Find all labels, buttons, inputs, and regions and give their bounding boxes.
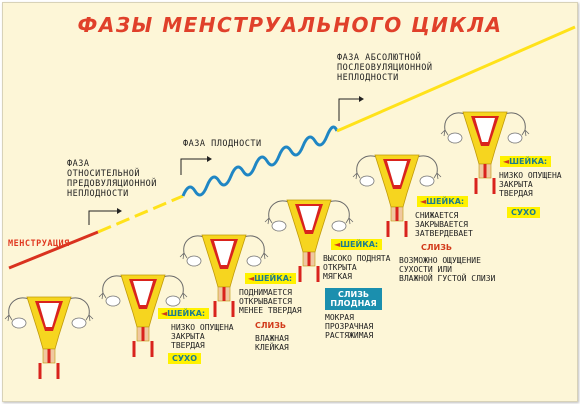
- menstruation-label: МЕНСТРУАЦИЯ: [8, 239, 70, 249]
- postovulatory-line: [336, 25, 576, 133]
- dry-badge-1: СУХО: [168, 353, 202, 364]
- cervix-desc-4: СНИЖАЕТСЯ ЗАКРЫВАЕТСЯ ЗАТВЕРДЕВАЕТ: [415, 211, 473, 238]
- cervix-desc-5: НИЗКО ОПУЩЕНА ЗАКРЫТА ТВЕРДАЯ: [499, 171, 562, 198]
- fertility-phase-label: ФАЗА ПЛОДНОСТИ: [183, 139, 262, 149]
- dry-badge-5: СУХО: [507, 207, 541, 218]
- fertility-wave: [181, 125, 339, 197]
- mucus-desc-2: ВЛАЖНАЯ КЛЕЙКАЯ: [255, 334, 289, 352]
- cervix-desc-1: НИЗКО ОПУЩЕНА ЗАКРЫТА ТВЕРДАЯ: [171, 323, 234, 350]
- mucus-desc-4: ВОЗМОЖНО ОЩУЩЕНИЕ СУХОСТИ или ВЛАЖНОЙ ГУ…: [399, 256, 496, 283]
- pointer-fertility: [180, 158, 207, 175]
- mucus-desc-3: МОКРАЯ ПРОЗРАЧНАЯ РАСТЯЖИМАЯ: [325, 313, 374, 340]
- uterus-stage-1: [3, 295, 95, 381]
- cervix-desc-2: ПОДНИМАЕТСЯ ОТКРЫВАЕТСЯ МЕНЕЕ ТВЕРДАЯ: [239, 288, 302, 315]
- cervix-badge-2: ◄ШЕЙКА:: [245, 273, 297, 284]
- cervix-badge-5: ◄ШЕЙКА:: [500, 156, 552, 167]
- cervix-badge-4: ◄ШЕЙКА:: [417, 196, 469, 207]
- diagram-title: ФАЗЫ МЕНСТРУАЛЬНОГО ЦИКЛА: [77, 13, 503, 37]
- cervix-desc-3: ВЫСОКО ПОДНЯТА ОТКРЫТА МЯГКАЯ: [323, 254, 391, 281]
- mucus-label-2: СЛИЗЬ: [255, 321, 286, 330]
- fertile-mucus-box: СЛИЗЬ ПЛОДНАЯ: [325, 288, 382, 310]
- absolute-infertility-label: ФАЗА АБСОЛЮТНОЙ ПОСЛЕОВУЛЯЦИОННОЙ НЕПЛОД…: [337, 53, 433, 83]
- cervix-badge-3: ◄ШЕЙКА:: [331, 239, 383, 250]
- menstruation-line: [8, 230, 99, 270]
- preovulatory-line: [97, 194, 184, 234]
- pointer-relative: [88, 210, 117, 225]
- pointer-absolute: [338, 98, 359, 121]
- cervix-badge-1: ◄ШЕЙКА:: [158, 308, 210, 319]
- diagram-graphics: [3, 25, 576, 381]
- mucus-label-4: СЛИЗЬ: [421, 243, 452, 252]
- relative-infertility-label: ФАЗА ОТНОСИТЕЛЬНОЙ ПРЕДОВУЛЯЦИОННОЙ НЕПЛ…: [67, 159, 157, 199]
